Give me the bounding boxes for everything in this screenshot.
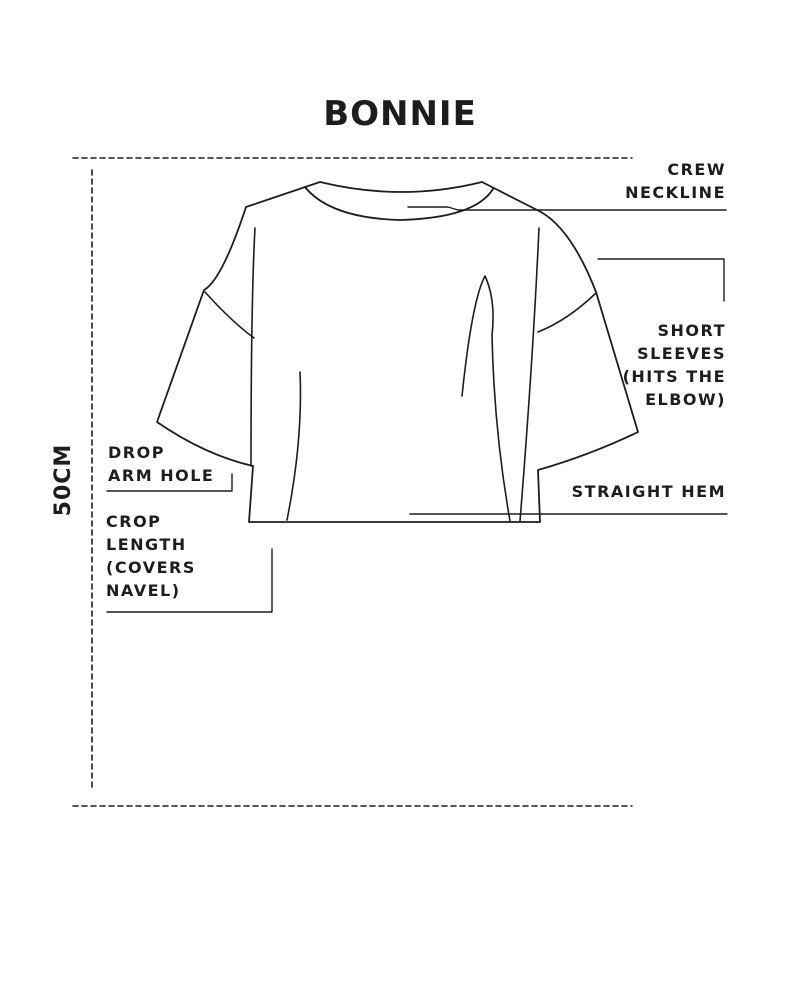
label-crew-neckline: CREW NECKLINE: [625, 160, 726, 202]
center-fold-line: [461, 275, 511, 522]
crop-length-leader: [106, 548, 273, 613]
sleeves-leader: [597, 258, 725, 302]
neckline-outer: [319, 181, 483, 193]
length-measurement: 50CM: [51, 443, 76, 517]
armhole-leader: [106, 473, 233, 492]
label-crop-length: CROP LENGTH (COVERS NAVEL): [106, 512, 196, 600]
left-armhole-seam: [204, 291, 255, 339]
shirt-outline: [156, 181, 639, 523]
neckline-leader: [407, 206, 727, 211]
label-straight-hem: STRAIGHT HEM: [571, 482, 726, 501]
left-fold-line: [286, 371, 302, 521]
neckline-band: [304, 186, 494, 221]
label-drop-arm-hole: DROP ARM HOLE: [108, 443, 215, 485]
left-body-line: [250, 227, 256, 467]
label-short-sleeves: SHORT SLEEVES (HITS THE ELBOW): [622, 321, 726, 409]
right-armhole-seam: [537, 292, 597, 333]
garment-title: BONNIE: [323, 94, 477, 134]
right-body-line: [519, 227, 540, 522]
